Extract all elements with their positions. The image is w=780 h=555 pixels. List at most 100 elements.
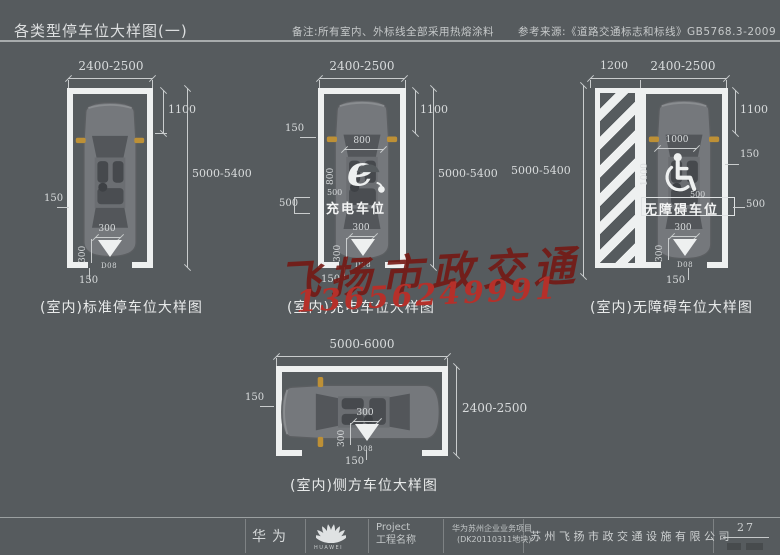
parking-stall-outline <box>318 88 406 268</box>
direction-arrow <box>355 424 379 441</box>
dim-width-label: 2400-2500 <box>329 59 395 73</box>
dim-line <box>95 237 121 238</box>
page-number-rule <box>723 537 769 538</box>
company-name: 苏州飞扬市政交通设施有限公司 <box>530 530 733 543</box>
dim-line <box>276 356 448 357</box>
dim-depth-label: 5000-5400 <box>192 167 252 180</box>
dim-line <box>187 88 188 268</box>
leader-line <box>366 450 367 460</box>
leader-line <box>57 207 69 208</box>
leader-line <box>260 406 274 407</box>
footer-divider <box>443 519 444 553</box>
dim-entry-label: 1100 <box>420 103 448 116</box>
leader-line <box>725 164 739 165</box>
space-text: 无障碍车位 <box>644 203 720 218</box>
dim-depth-label: 5000-5400 <box>438 167 498 180</box>
dim-bottom-label: 150 <box>666 275 686 286</box>
diagram-caption: (室内)充电车位大样图 <box>287 300 435 316</box>
page-number: 27 <box>737 521 755 534</box>
direction-arrow <box>98 240 122 257</box>
text-outline-box <box>641 197 735 216</box>
dim-line <box>657 148 697 149</box>
bracket-line <box>294 213 310 214</box>
leader-line <box>300 137 316 138</box>
wheelchair-icon <box>663 150 697 194</box>
direction-arrow <box>351 239 375 256</box>
leader-line <box>733 207 745 208</box>
dim-aisle-width-label: 1200 <box>600 59 628 72</box>
dim-arrow-width-label: 300 <box>674 223 692 233</box>
dim-side-label: 150 <box>285 123 305 134</box>
dim-arrow-height-label: 300 <box>337 429 347 447</box>
brand-text: 华为 <box>252 529 292 545</box>
diagram-caption: (室内)侧方车位大样图 <box>290 478 438 494</box>
dim-line <box>349 236 375 237</box>
parking-stall-outline <box>67 88 153 268</box>
dim-bottom-label: 150 <box>345 456 365 467</box>
dim-arrow-height-label: 300 <box>78 245 88 263</box>
footer-divider <box>368 519 369 553</box>
dim-symbol-gap-label: 500 <box>327 188 343 197</box>
footer-divider <box>523 519 524 553</box>
witness-line <box>668 238 669 260</box>
witness-line <box>726 80 727 88</box>
witness-line <box>152 80 153 88</box>
dim-line <box>415 90 416 134</box>
leader-line <box>688 268 689 280</box>
witness-line <box>640 80 641 88</box>
sheet-title: 各类型停车位大样图(一) <box>14 22 188 40</box>
dim-line <box>456 366 457 456</box>
dim-bottom-label: 150 <box>321 274 341 285</box>
page-footnote-fragment <box>746 543 763 550</box>
dim-width-label: 5000-6000 <box>329 337 395 351</box>
page-footnote-fragment <box>727 543 741 550</box>
witness-line <box>447 358 448 366</box>
project-label-en: Project <box>376 522 411 533</box>
leader-line <box>344 267 345 279</box>
witness-line <box>91 239 92 263</box>
dim-line <box>163 90 164 134</box>
header-note: 备注:所有室内、外标线全部采用热熔涂料 <box>292 26 495 38</box>
dim-line <box>671 236 697 237</box>
leader-line <box>89 268 90 280</box>
dim-arrow-base-label: D08 <box>357 445 374 453</box>
huawei-logo-icon <box>316 523 346 544</box>
dim-arrow-width-label: 300 <box>98 224 116 234</box>
dim-line <box>433 88 434 268</box>
dim-arrow-base-label: D08 <box>677 261 694 269</box>
dim-symbol-width-label: 1000 <box>665 135 689 145</box>
dim-width-label: 2400-2500 <box>650 59 716 73</box>
dim-side-label: 150 <box>44 193 64 204</box>
dim-depth-label: 5000-5400 <box>511 164 571 177</box>
witness-line <box>590 80 591 88</box>
charging-symbol-icon <box>345 151 386 197</box>
footer-divider <box>713 519 714 553</box>
diagram-caption: (室内)标准停车位大样图 <box>40 300 203 316</box>
diagram-caption: (室内)无障碍车位大样图 <box>590 300 753 316</box>
dim-line <box>344 149 384 150</box>
huawei-logo-text: HUAWEI <box>314 545 344 551</box>
parking-stall-outline <box>640 88 728 268</box>
dim-line <box>319 78 405 79</box>
accessible-aisle-hatch <box>595 88 640 268</box>
witness-line <box>68 80 69 88</box>
header-reference: 参考来源:《道路交通标志和标线》GB5768.3-2009 <box>518 26 777 38</box>
dim-bottom-label: 150 <box>79 275 99 286</box>
bracket-line <box>294 197 310 198</box>
parking-stall-outline <box>276 366 448 456</box>
witness-line <box>346 238 347 260</box>
dim-line <box>68 78 153 79</box>
dim-line <box>735 90 736 134</box>
dim-text-offset-label: 500 <box>279 198 299 209</box>
bracket-line <box>294 197 295 213</box>
dim-arrow-base-label: D08 <box>355 261 372 269</box>
footer-separator <box>0 517 780 518</box>
direction-arrow <box>673 239 697 256</box>
witness-line <box>155 133 167 134</box>
dim-symbol-height-label: 800 <box>326 167 336 185</box>
dim-arrow-height-label: 300 <box>655 244 665 262</box>
witness-line <box>319 80 320 88</box>
project-name-line2: (DK20110311地块) <box>457 535 532 544</box>
dim-symbol-gap-label: 500 <box>690 190 706 199</box>
